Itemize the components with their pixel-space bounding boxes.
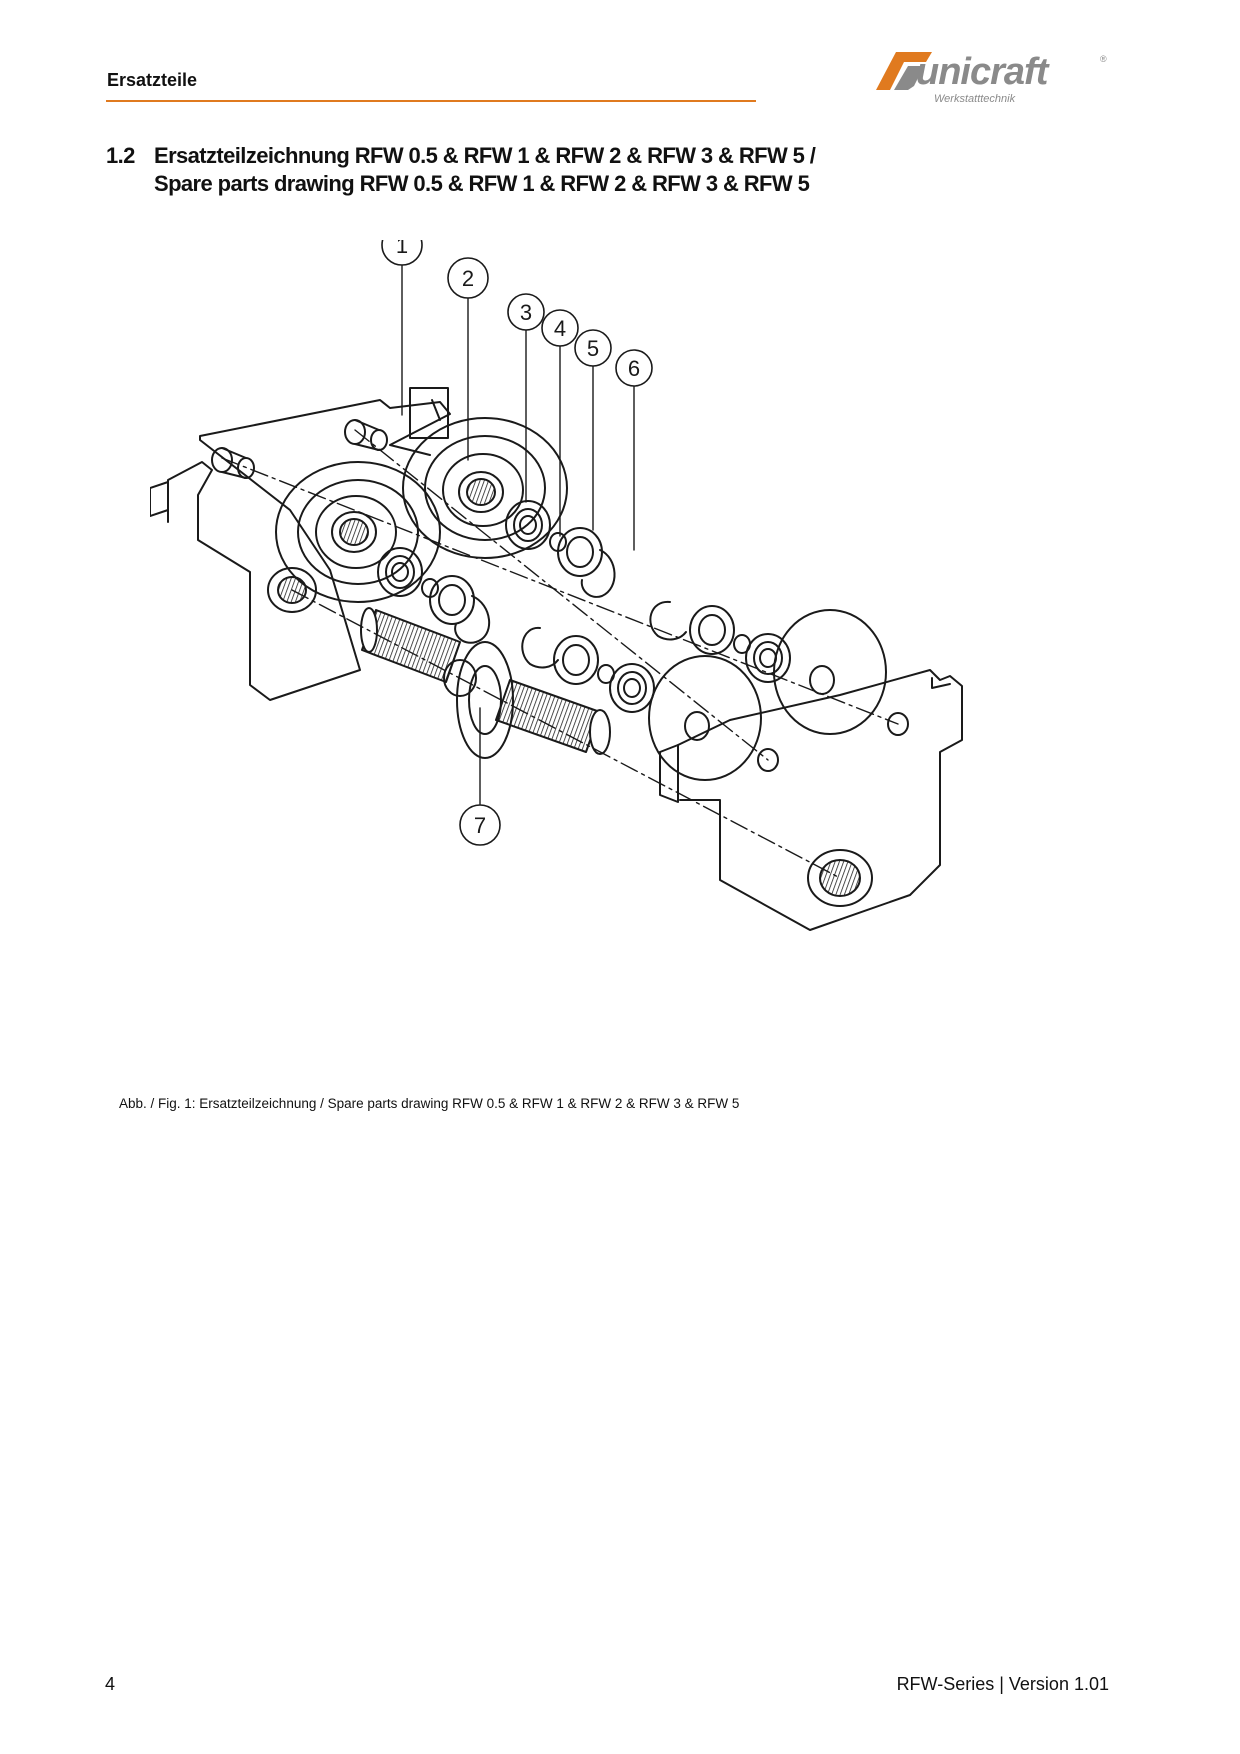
eye-ring: [456, 641, 514, 759]
washer-5: [553, 635, 599, 685]
page-number: 4: [105, 1674, 116, 1694]
washer-5: [557, 527, 603, 577]
spare-parts-drawing: 1 2 3 4 5 6 7: [150, 240, 963, 931]
axle-pin: [211, 447, 255, 479]
callout-3: [507, 293, 545, 331]
callout-6: [615, 349, 653, 387]
right-wheel: [773, 609, 887, 735]
header-divider: [106, 100, 756, 102]
bearing-3: [609, 663, 655, 713]
axle-pin: [344, 419, 388, 451]
washer-5: [689, 605, 735, 655]
heading-line-german: Ersatzteilzeichnung RFW 0.5 & RFW 1 & RF…: [154, 143, 816, 168]
figure-caption: Abb. / Fig. 1: Ersatzteilzeichnung / Spa…: [119, 1096, 740, 1111]
callout-2: [447, 257, 489, 299]
callout-5: [574, 329, 612, 367]
right-wheel: [648, 655, 762, 781]
callout-label-1: 1: [396, 240, 408, 258]
bearing-3: [745, 633, 791, 683]
threaded-nut: [267, 567, 317, 613]
unicraft-logo: unicraft ® Werkstatttechnik: [876, 51, 1107, 105]
callout-4: [541, 309, 579, 347]
circlip-6: [580, 549, 616, 598]
callout-7: [459, 804, 501, 846]
callout-label-7: 7: [474, 813, 486, 838]
callout-label-5: 5: [587, 336, 599, 361]
right-side-plate: [659, 669, 963, 931]
callout-label-4: 4: [554, 316, 566, 341]
document-version: RFW-Series | Version 1.01: [896, 1674, 1109, 1694]
threaded-rod-7: [360, 607, 611, 759]
bearing-3: [377, 547, 423, 597]
logo-tagline: Werkstatttechnik: [934, 93, 1016, 105]
logo-registered-mark: ®: [1100, 54, 1107, 64]
left-wheel: [275, 461, 441, 603]
section-number: 1.2: [106, 143, 135, 168]
heading-line-english: Spare parts drawing RFW 0.5 & RFW 1 & RF…: [154, 171, 810, 196]
bearing-3: [505, 500, 551, 550]
callout-label-3: 3: [520, 300, 532, 325]
callout-1: [381, 240, 423, 266]
header-section-title: Ersatzteile: [107, 70, 198, 90]
callout-label-2: 2: [462, 266, 474, 291]
threaded-nut: [807, 849, 873, 907]
upper-wheel: [402, 417, 568, 559]
logo-brand-text: unicraft: [916, 51, 1050, 93]
unicraft-logo-icon: [876, 52, 932, 90]
left-side-plate: [167, 399, 451, 701]
callout-label-6: 6: [628, 356, 640, 381]
washer-5: [429, 575, 475, 625]
